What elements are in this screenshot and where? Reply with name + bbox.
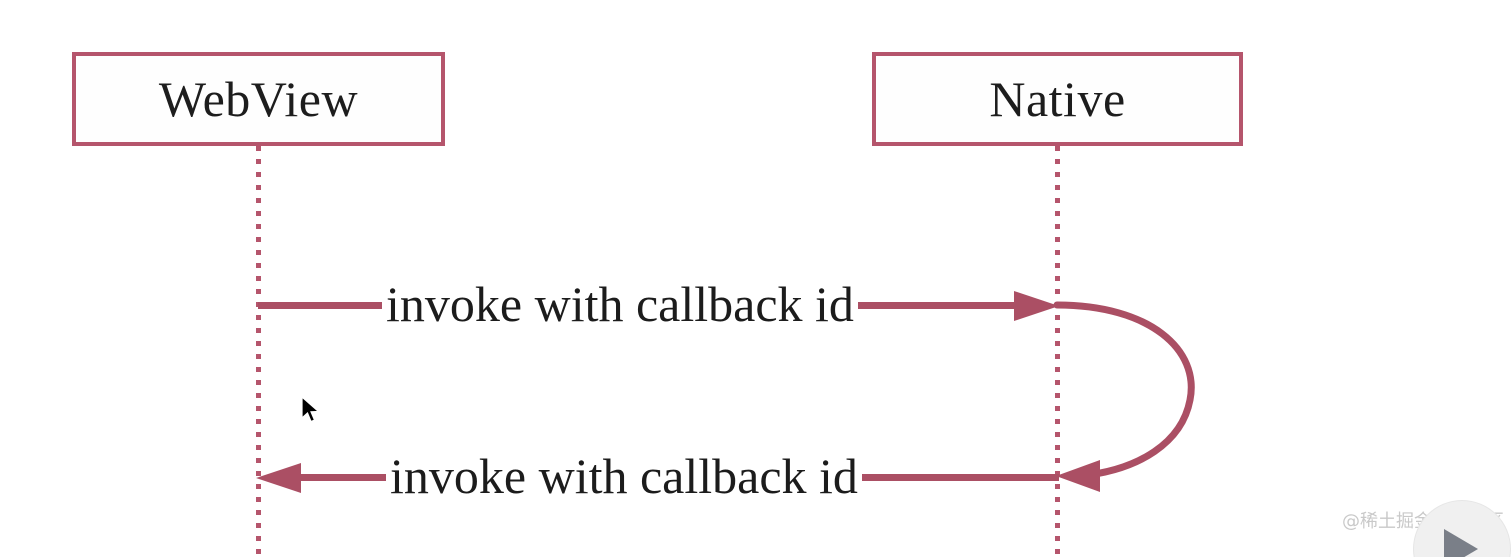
participant-box-native[interactable]: Native: [872, 52, 1243, 146]
message-label: invoke with callback id: [382, 271, 858, 337]
arrowhead-left-icon: [256, 463, 301, 493]
participant-box-webview[interactable]: WebView: [72, 52, 445, 146]
message-label: invoke with callback id: [386, 443, 862, 509]
message-native-to-webview[interactable]: invoke with callback id: [256, 443, 1061, 513]
self-loop-path: [1053, 301, 1195, 492]
message-webview-to-native[interactable]: invoke with callback id: [256, 271, 1061, 341]
participant-label-webview: WebView: [158, 71, 359, 127]
lifeline-webview: [256, 146, 261, 557]
mouse-cursor-icon: [301, 395, 323, 426]
lifeline-native: [1055, 146, 1060, 557]
participant-label-native: Native: [989, 71, 1126, 127]
self-message-loop-native[interactable]: [1040, 280, 1220, 500]
arrowhead-right-icon: [1014, 291, 1059, 321]
play-triangle-icon: [1444, 529, 1478, 557]
watermark: @稀土掘金技术社区: [1342, 501, 1510, 557]
